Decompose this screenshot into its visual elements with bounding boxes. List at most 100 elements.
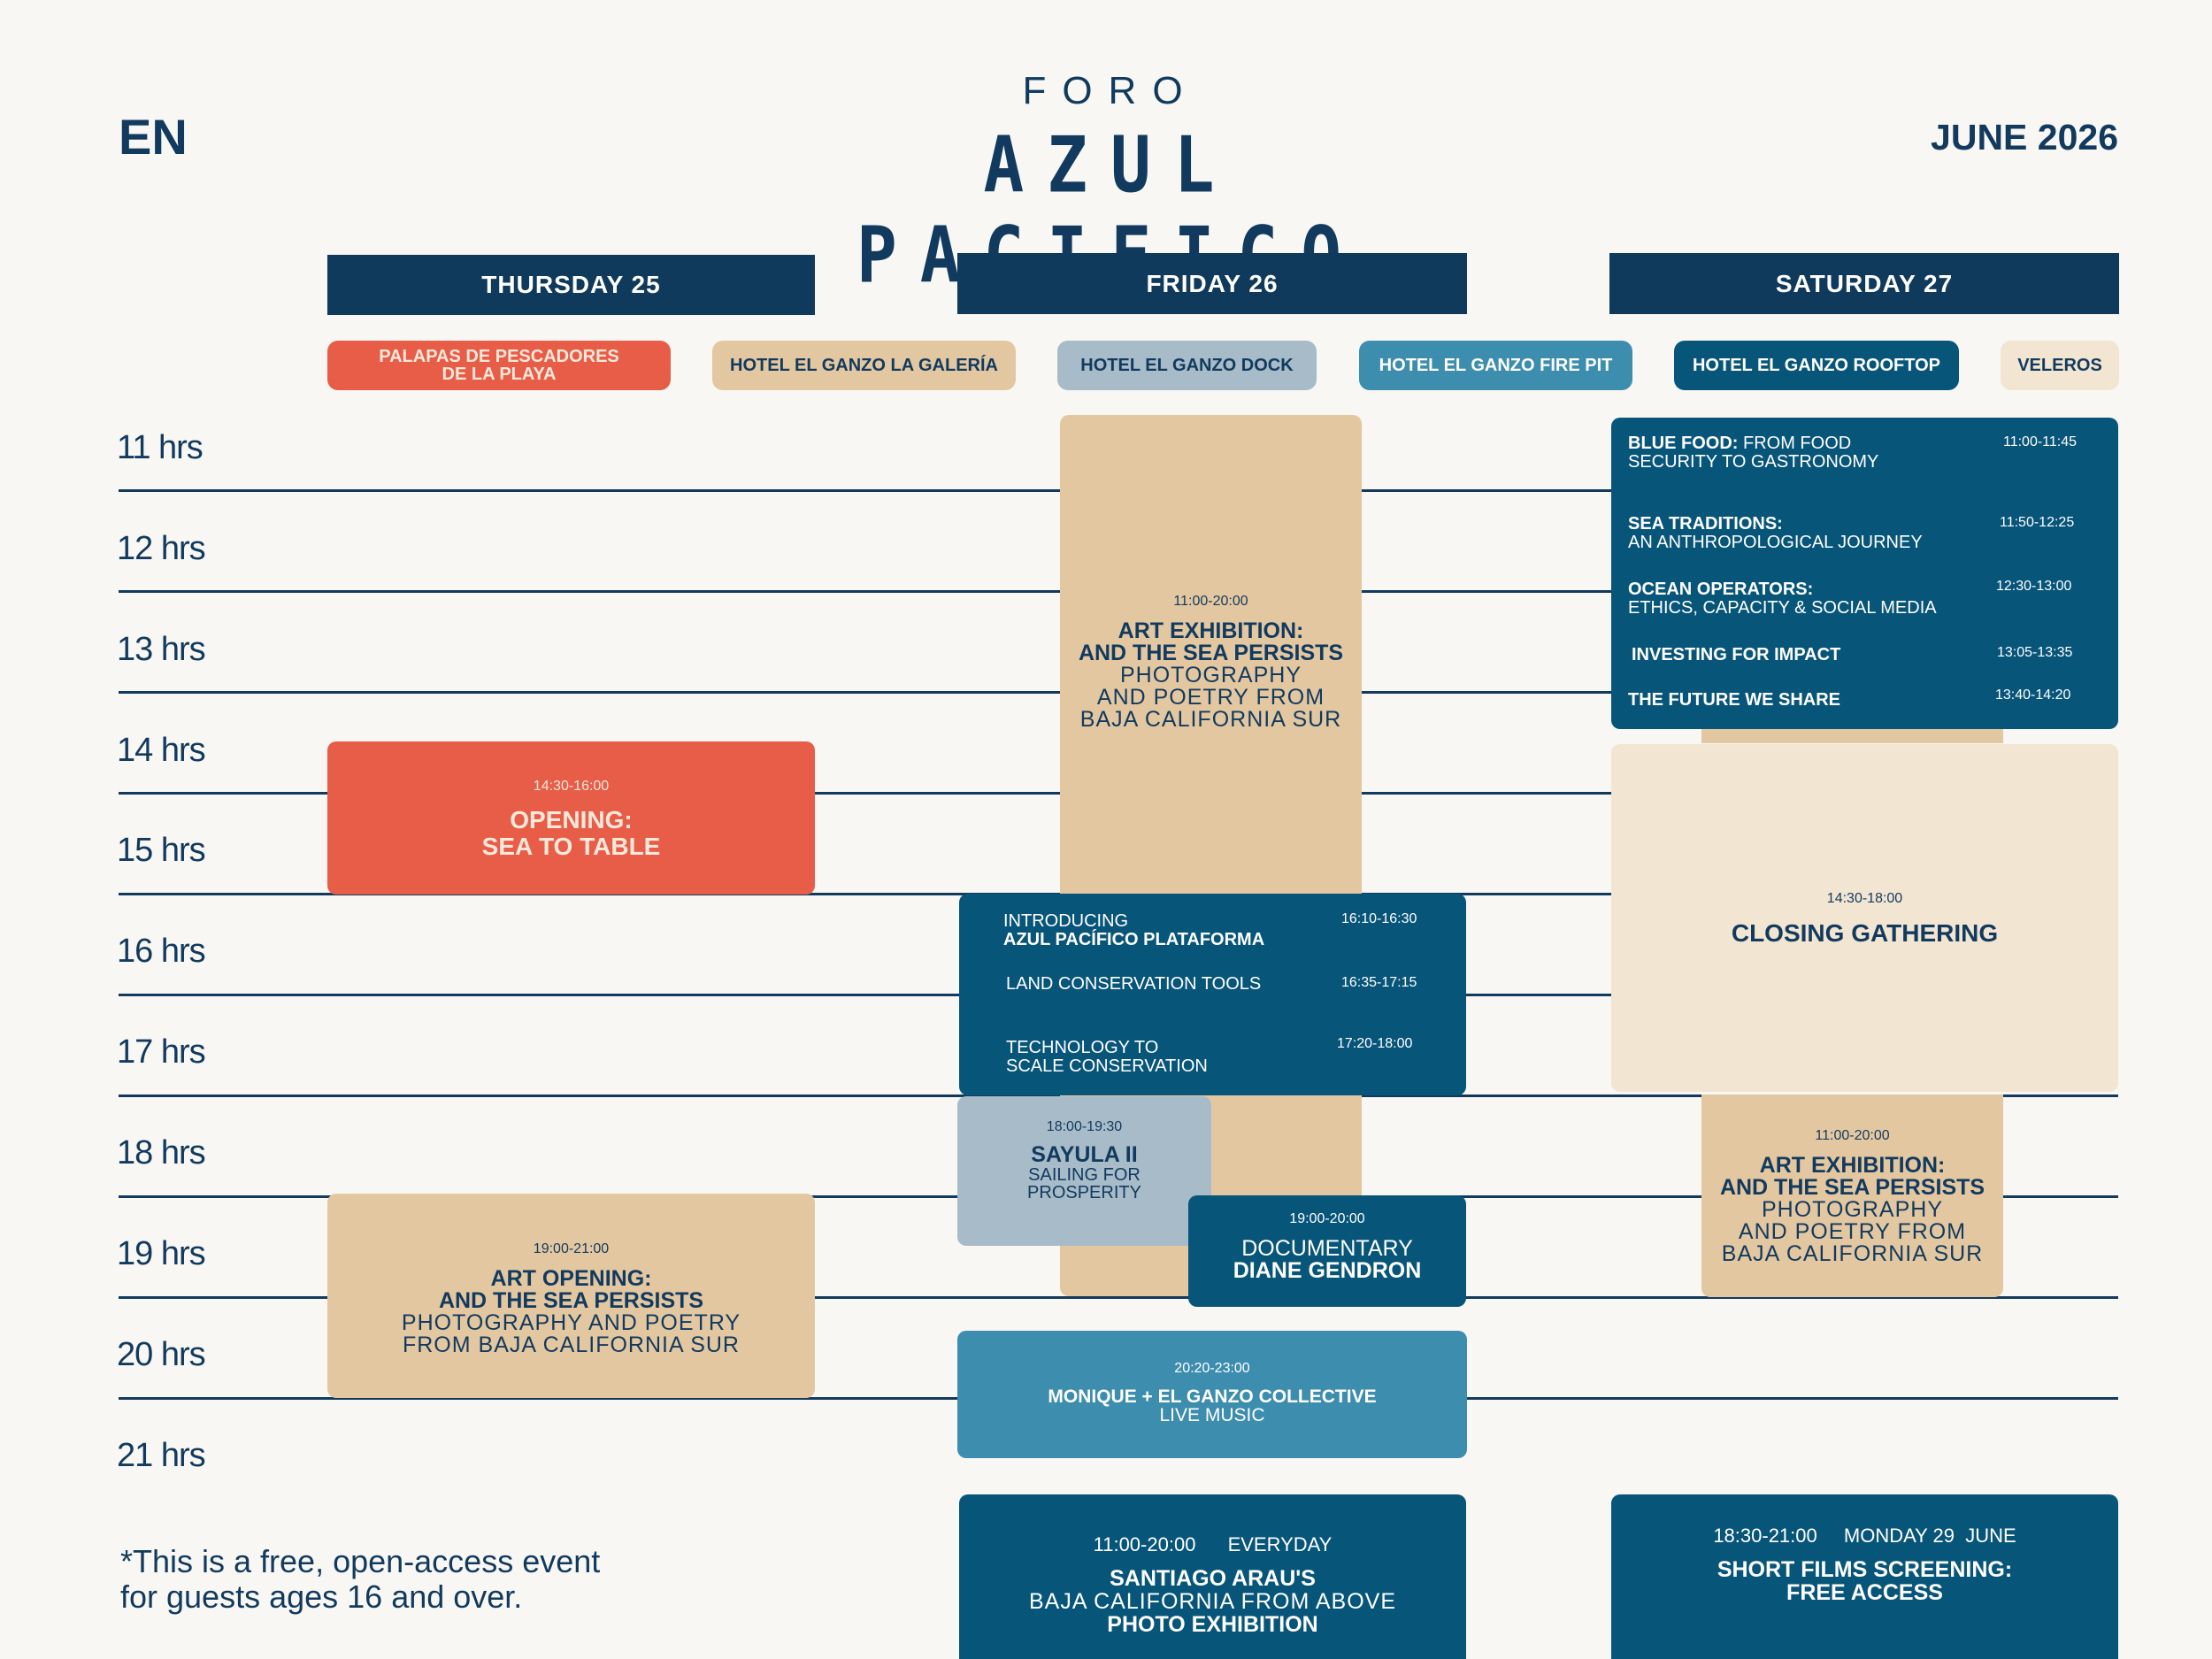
footnote-line: for guests ages 16 and over. [120, 1578, 523, 1615]
session-investing-for-impact[interactable]: INVESTING FOR IMPACT [1632, 646, 1840, 664]
session-sea-traditions[interactable]: SEA TRADITIONS: AN ANTHROPOLOGICAL JOURN… [1628, 515, 1923, 552]
session-time: 13:40-14:20 [1995, 687, 2071, 703]
event-opening-sea-to-table[interactable]: 14:30-16:00 OPENING: SEA TO TABLE [327, 741, 815, 895]
session-title: INVESTING FOR IMPACT [1632, 645, 1841, 664]
session-title: AN ANTHROPOLOGICAL JOURNEY [1628, 533, 1923, 552]
venue-label: VELEROS [2017, 356, 2102, 375]
session-title: TECHNOLOGY TO [1006, 1038, 1159, 1057]
venue-label: PALAPAS DE PESCADORES [379, 347, 619, 366]
session-time: 16:10-16:30 [1341, 911, 1417, 926]
event-subtitle: PHOTOGRAPHY [1761, 1197, 1944, 1222]
hour-label: 15 hrs [117, 832, 206, 869]
event-subtitle: AND POETRY FROM [1096, 685, 1325, 710]
session-time: 12:30-13:00 [1996, 579, 2072, 594]
language-toggle[interactable]: EN [119, 109, 188, 165]
event-time: 11:00-20:00 [1093, 1533, 1196, 1555]
event-monique-live-music[interactable]: 20:20-23:00 MONIQUE + EL GANZO COLLECTIV… [957, 1331, 1467, 1458]
event-title: OPENING: [510, 806, 633, 833]
session-introducing-plataforma[interactable]: INTRODUCING AZUL PACÍFICO PLATAFORMA [1003, 912, 1264, 949]
event-time: 20:20-23:00 [1174, 1361, 1250, 1376]
hour-label: 17 hrs [117, 1033, 206, 1071]
session-title: FROM FOOD [1738, 434, 1852, 453]
event-time: 19:00-20:00 [1289, 1211, 1365, 1226]
event-subtitle: BAJA CALIFORNIA FROM ABOVE [1029, 1589, 1396, 1614]
event-short-films-screening[interactable]: 18:30-21:00 MONDAY 29 JUNE SHORT FILMS S… [1611, 1494, 2118, 1659]
event-closing-gathering[interactable]: 14:30-18:00 CLOSING GATHERING [1611, 744, 2118, 1092]
event-art-opening[interactable]: 19:00-21:00 ART OPENING: AND THE SEA PER… [327, 1194, 815, 1398]
event-time: 18:00-19:30 [1046, 1119, 1123, 1134]
event-subtitle: AND POETRY FROM [1738, 1219, 1967, 1244]
session-time: 16:35-17:15 [1341, 975, 1417, 990]
event-art-exhibition-saturday[interactable]: 11:00-20:00 ART EXHIBITION: AND THE SEA … [1701, 1094, 2003, 1297]
hour-label: 11 hrs [117, 429, 204, 466]
event-title: DIANE GENDRON [1233, 1258, 1422, 1283]
session-title: LAND CONSERVATION TOOLS [1006, 974, 1262, 994]
day-header-thursday: THURSDAY 25 [327, 255, 815, 315]
session-time: 13:05-13:35 [1997, 645, 2073, 660]
event-title: AND THE SEA PERSISTS [1078, 641, 1344, 665]
event-title: SAYULA II [1031, 1142, 1138, 1167]
hour-label: 20 hrs [117, 1336, 206, 1373]
event-santiago-arau-photo-exhibition[interactable]: 11:00-20:00 EVERYDAY SANTIAGO ARAU'S BAJ… [959, 1494, 1466, 1659]
event-month: JUNE 2026 [1931, 117, 2118, 157]
session-ocean-operators[interactable]: OCEAN OPERATORS: ETHICS, CAPACITY & SOCI… [1628, 580, 1937, 618]
venue-palapas[interactable]: PALAPAS DE PESCADORES DE LA PLAYA [327, 341, 671, 390]
event-documentary[interactable]: 19:00-20:00 DOCUMENTARY DIANE GENDRON [1188, 1195, 1466, 1307]
event-title: SEA TO TABLE [481, 833, 661, 860]
event-time: 14:30-18:00 [1826, 891, 1903, 906]
event-subtitle: BAJA CALIFORNIA SUR [1721, 1241, 1984, 1266]
session-land-conservation-tools[interactable]: LAND CONSERVATION TOOLS [1006, 975, 1261, 994]
day-header-friday: FRIDAY 26 [957, 253, 1467, 314]
event-title: ART EXHIBITION: [1118, 618, 1304, 643]
hour-divider [119, 1296, 2118, 1299]
session-time: 11:50-12:25 [2000, 515, 2075, 530]
event-subtitle: PHOTOGRAPHY AND POETRY [401, 1310, 741, 1335]
event-time-row: 18:30-21:00 MONDAY 29 JUNE [1611, 1525, 2118, 1548]
venue-dock[interactable]: HOTEL EL GANZO DOCK [1057, 341, 1317, 390]
footnote-line: *This is a free, open-access event [120, 1543, 601, 1579]
session-title: OCEAN OPERATORS: [1628, 580, 1814, 599]
venue-la-galeria[interactable]: HOTEL EL GANZO LA GALERÍA [712, 341, 1016, 390]
event-time: 14:30-16:00 [533, 779, 610, 794]
event-title: AND THE SEA PERSISTS [438, 1288, 704, 1313]
event-subtitle: PHOTOGRAPHY [1119, 663, 1302, 687]
event-time: 11:00-20:00 [1173, 594, 1248, 609]
event-subtitle: PROSPERITY [1027, 1183, 1141, 1202]
session-title: SCALE CONSERVATION [1006, 1056, 1208, 1076]
session-title: THE FUTURE WE SHARE [1628, 690, 1840, 710]
friday-sessions-block[interactable]: INTRODUCING AZUL PACÍFICO PLATAFORMA 16:… [959, 894, 1466, 1095]
session-time: 17:20-18:00 [1337, 1036, 1413, 1051]
event-title: ART OPENING: [490, 1266, 652, 1291]
event-title: FREE ACCESS [1786, 1580, 1943, 1605]
event-title: AND THE SEA PERSISTS [1719, 1175, 1985, 1200]
session-the-future-we-share[interactable]: THE FUTURE WE SHARE [1628, 691, 1840, 710]
event-title: DOCUMENTARY [1241, 1236, 1413, 1261]
event-title: MONIQUE + EL GANZO COLLECTIVE [1048, 1386, 1377, 1407]
session-title: INTRODUCING [1003, 911, 1129, 931]
event-title: SANTIAGO ARAU'S [1110, 1566, 1316, 1591]
hour-label: 13 hrs [117, 631, 206, 668]
hour-label: 12 hrs [117, 530, 206, 567]
venue-fire-pit[interactable]: HOTEL EL GANZO FIRE PIT [1359, 341, 1632, 390]
venue-veleros[interactable]: VELEROS [2001, 341, 2119, 390]
venue-label: HOTEL EL GANZO FIRE PIT [1379, 356, 1613, 375]
session-title: BLUE FOOD: [1628, 434, 1739, 453]
venue-rooftop[interactable]: HOTEL EL GANZO ROOFTOP [1674, 341, 1959, 390]
venue-label: HOTEL EL GANZO DOCK [1080, 356, 1294, 375]
venue-label: HOTEL EL GANZO LA GALERÍA [730, 356, 998, 375]
event-time: 18:30-21:00 [1713, 1525, 1817, 1547]
event-prefix: FORO [1022, 69, 1199, 112]
venue-label: DE LA PLAYA [442, 365, 557, 384]
session-title: ETHICS, CAPACITY & SOCIAL MEDIA [1628, 598, 1937, 618]
event-subtitle: BAJA CALIFORNIA SUR [1079, 707, 1342, 732]
event-title: SHORT FILMS SCREENING: [1717, 1557, 2013, 1582]
session-technology-scale-conservation[interactable]: TECHNOLOGY TO SCALE CONSERVATION [1006, 1039, 1208, 1076]
event-subtitle: SAILING FOR [1028, 1165, 1141, 1185]
event-subtitle: LIVE MUSIC [1159, 1405, 1265, 1425]
session-blue-food[interactable]: BLUE FOOD: FROM FOOD SECURITY TO GASTRON… [1628, 434, 1878, 472]
session-title: AZUL PACÍFICO PLATAFORMA [1003, 930, 1265, 949]
footnote: *This is a free, open-access event for g… [120, 1544, 600, 1615]
saturday-sessions-block[interactable]: BLUE FOOD: FROM FOOD SECURITY TO GASTRON… [1611, 418, 2118, 729]
event-sayula-ii[interactable]: 18:00-19:30 SAYULA II SAILING FOR PROSPE… [957, 1096, 1211, 1246]
event-date: MONDAY 29 JUNE [1843, 1525, 2016, 1547]
